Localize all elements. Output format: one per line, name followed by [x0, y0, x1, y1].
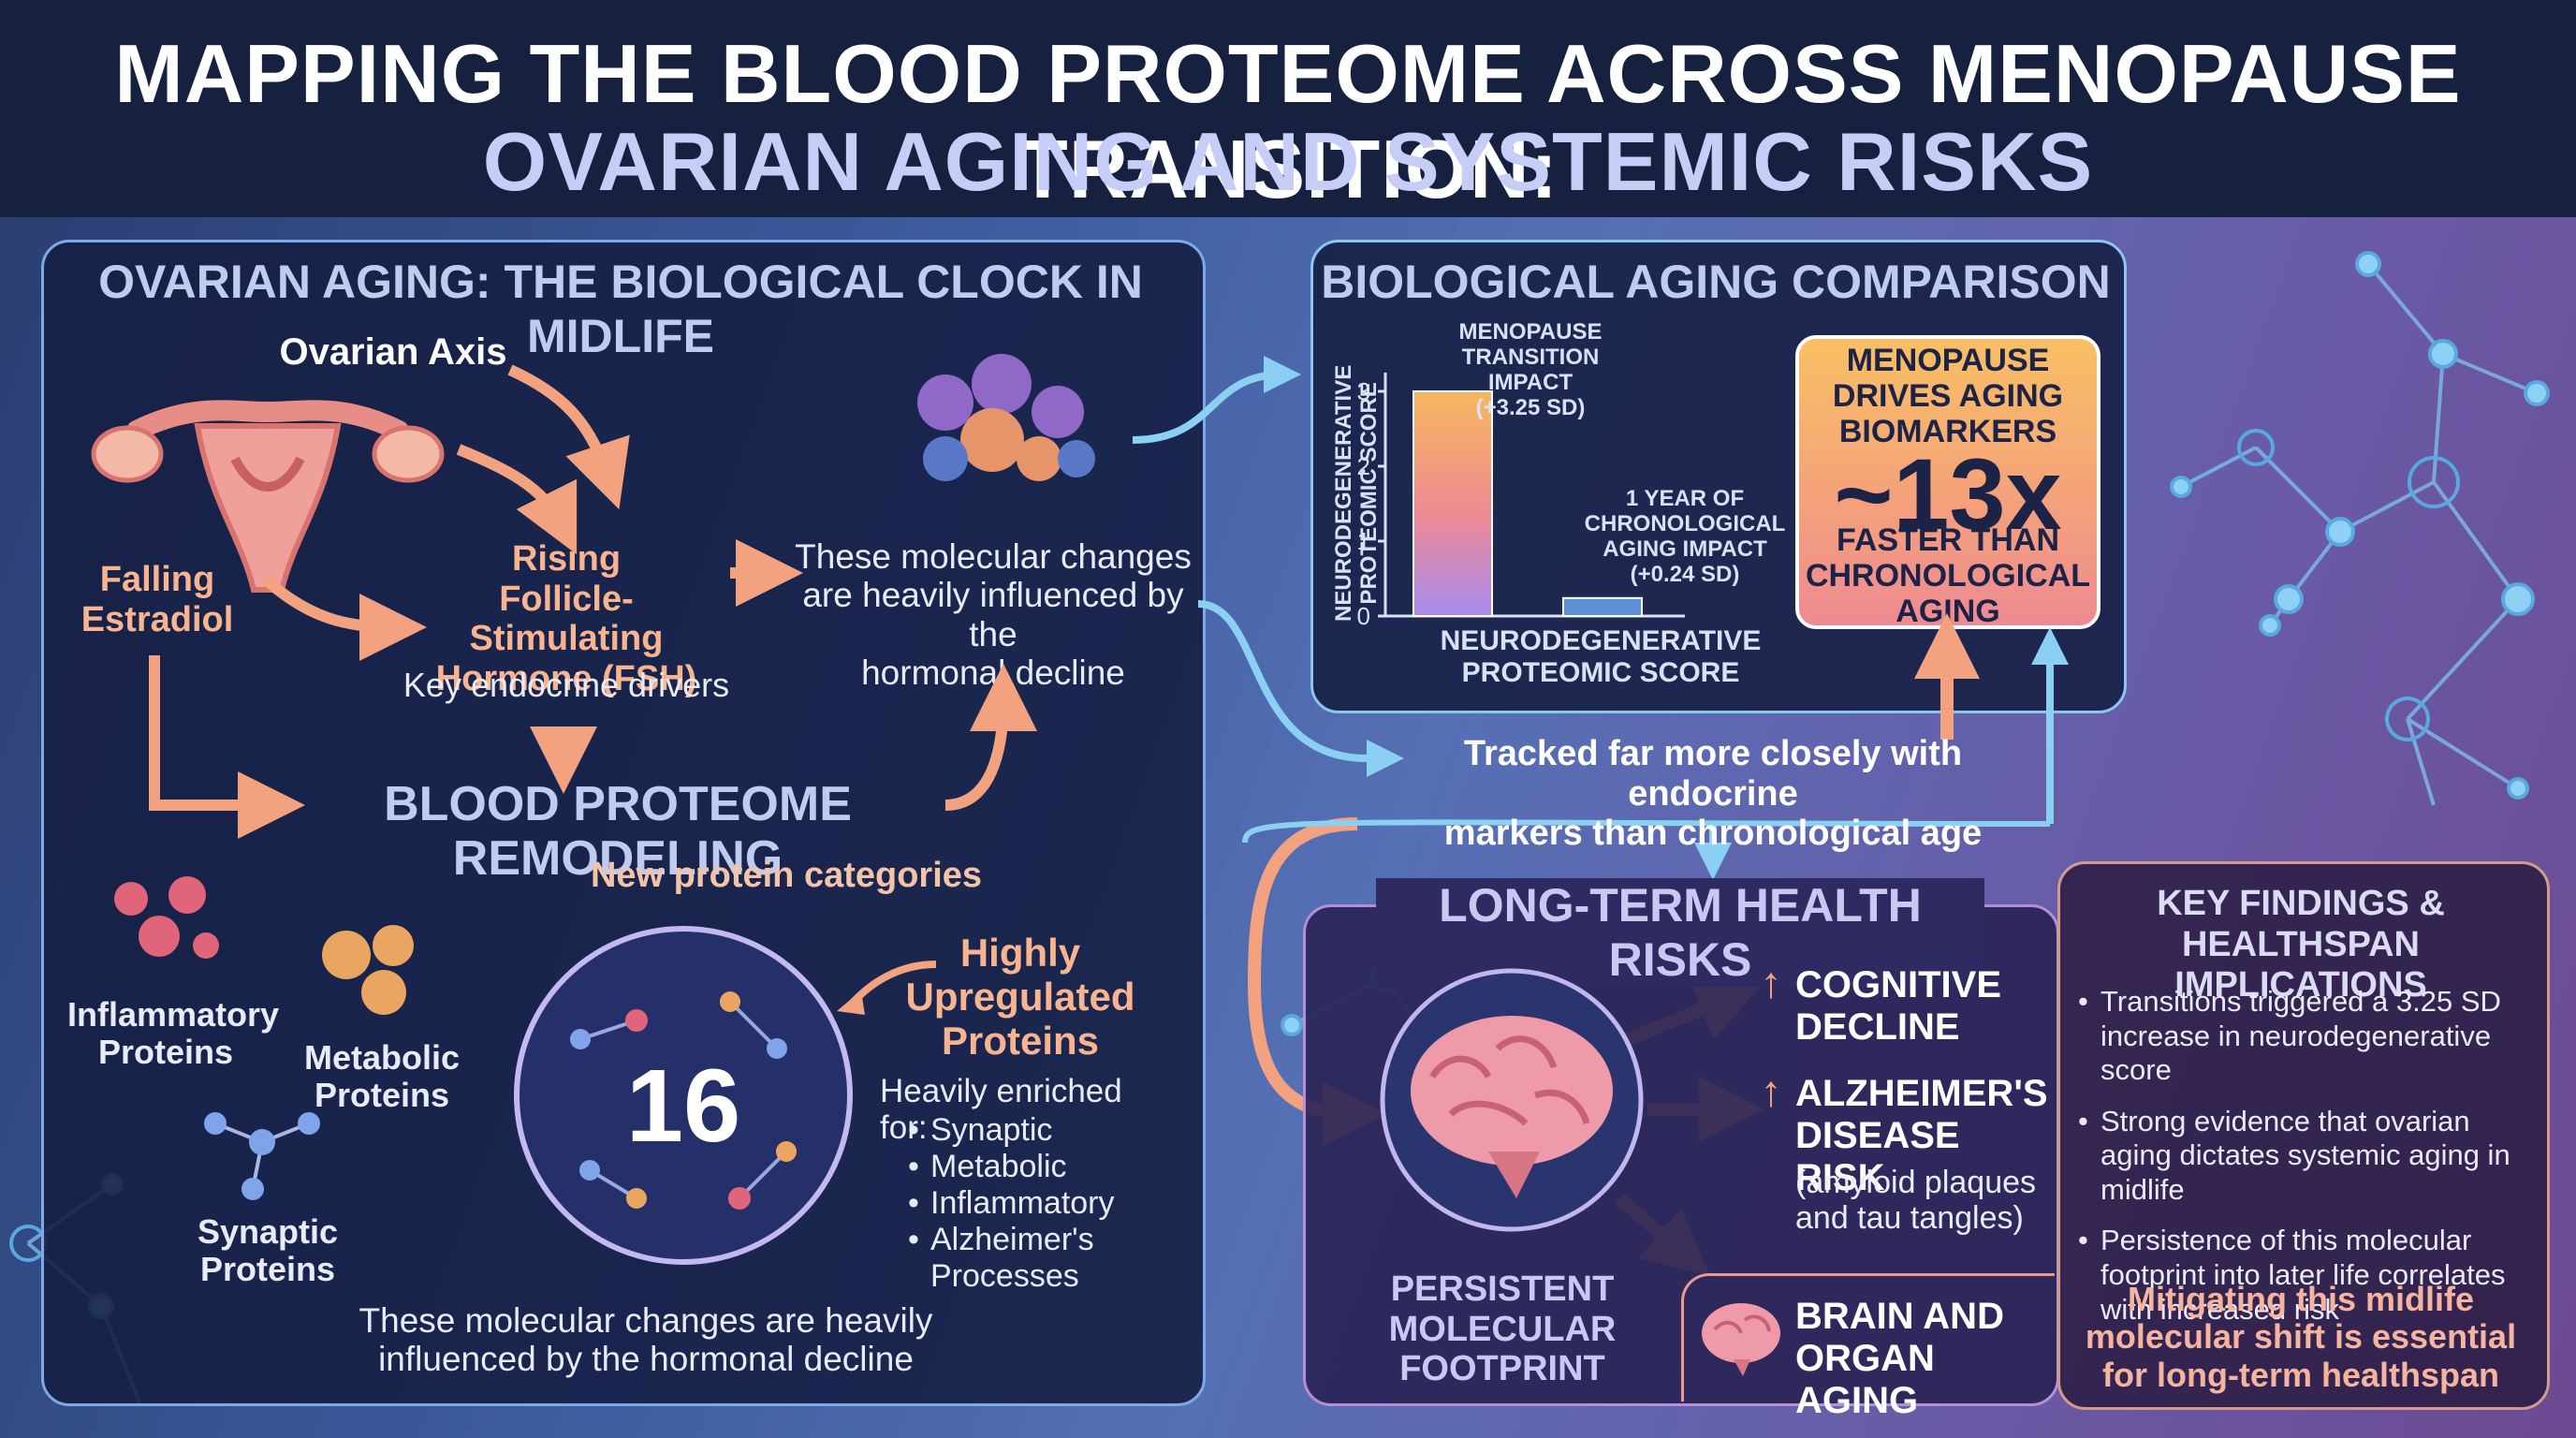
health-risks-heading: LONG-TERM HEALTH RISKS [1376, 878, 1984, 987]
cognitive-up-arrow: ↑ [1760, 958, 1782, 1006]
healthspan-conclusion: Mitigating this midlife molecular shift … [2085, 1280, 2517, 1394]
key-endocrine-drivers-label: Key endocrine drivers [402, 666, 730, 704]
rising-fsh-label: Rising Follicle-Stimulating Hormone (FSH… [435, 539, 697, 698]
main-subtitle: OVARIAN AGING AND SYSTEMIC RISKS [482, 115, 2094, 208]
brain-organ-aging-label: BRAIN AND ORGAN AGING [1795, 1296, 2004, 1421]
alzheimers-up-arrow: ↑ [1760, 1066, 1782, 1115]
inflammatory-proteins-label: Inflammatory Proteins [67, 995, 280, 1072]
chart-x-axis-label: NEURODEGENERATIVE PROTEOMIC SCORE [1440, 625, 1762, 688]
enriched-item: Alzheimer's Processes [904, 1222, 1166, 1295]
ovarian-axis-label: Ovarian Axis [279, 331, 507, 373]
chart-y-tick-label: 2 [1357, 452, 1370, 480]
bar-menopause-transition [1412, 390, 1493, 617]
bar-label-chronological: 1 YEAR OF CHRONOLOGICAL AGING IMPACT (+0… [1584, 486, 1786, 587]
bar-label-menopause: MENOPAUSE TRANSITION IMPACT (+3.25 SD) [1458, 319, 1603, 420]
tracked-endocrine-note: Tracked far more closely with endocrine … [1443, 734, 1983, 854]
blood-proteome-remodeling-label: BLOOD PROTEOME REMODELING [384, 777, 852, 887]
enriched-item: Inflammatory [904, 1185, 1166, 1222]
bar-chronological-aging [1562, 596, 1643, 617]
proteomic-score-bar-chart: 0 1 2 3 [1357, 373, 1685, 630]
falling-estradiol-label: Falling Estradiol [80, 560, 234, 639]
brain-icon [1380, 968, 1644, 1232]
bottom-molecular-note: These molecular changes are heavily infl… [359, 1301, 933, 1379]
upregulated-proteins-circle [514, 926, 853, 1265]
aging-panel-heading: BIOLOGICAL AGING COMPARISON [1321, 256, 2111, 308]
finding-item: Transitions triggered a 3.25 SD increase… [2074, 985, 2527, 1088]
alzheimers-risk-label: ALZHEIMER'S DISEASE RISK [1795, 1073, 2048, 1198]
alzheimers-detail-label: (amyloid plaques and tau tangles) [1795, 1165, 2037, 1237]
upregulated-arrow [837, 961, 937, 1015]
new-protein-categories-label: New protein categories [590, 856, 983, 895]
key-findings-list: Transitions triggered a 3.25 SD increase… [2074, 985, 2527, 1327]
callout-multiplier: ~13x [1834, 437, 2062, 550]
metabolic-proteins-label: Metabolic Proteins [303, 1038, 461, 1115]
upregulated-count: 16 [625, 1049, 741, 1164]
highly-upregulated-label: Highly Upregulated Proteins [905, 931, 1135, 1064]
chart-y-tick-label: 3 [1357, 377, 1370, 405]
enriched-for-label: Heavily enriched for: [880, 1073, 1122, 1147]
enriched-for-list: Synaptic Metabolic Inflammatory Alzheime… [904, 1112, 1166, 1295]
inflammatory-proteins-icon [114, 876, 219, 959]
persistent-footprint-label: PERSISTENT MOLECULAR FOOTPRINT [1388, 1269, 1617, 1389]
cognitive-decline-label: COGNITIVE DECLINE [1795, 964, 2002, 1048]
ovarian-panel-heading: OVARIAN AGING: THE BIOLOGICAL CLOCK IN M… [98, 256, 1143, 362]
brain-organ-aging-box [1681, 1273, 2055, 1401]
synaptic-proteins-label: Synaptic Proteins [197, 1212, 339, 1289]
chart-y-tick-label: 0 [1357, 602, 1370, 630]
protein-cluster-icon [917, 354, 1095, 481]
header-banner: MAPPING THE BLOOD PROTEOME ACROSS MENOPA… [0, 0, 2576, 217]
finding-item: Strong evidence that ovarian aging dicta… [2074, 1105, 2527, 1208]
chart-y-tick-label: 1 [1357, 527, 1370, 555]
callout-bottom-text: FASTER THAN CHRONOLOGICAL AGING [1805, 522, 2091, 630]
enriched-item: Synaptic [904, 1112, 1166, 1149]
aging-callout-box: MENOPAUSE DRIVES AGING BIOMARKERS ~13x F… [1795, 335, 2100, 629]
synaptic-proteins-icon [204, 1112, 320, 1200]
main-title: MAPPING THE BLOOD PROTEOME ACROSS MENOPA… [114, 27, 2462, 215]
callout-top-text: MENOPAUSE DRIVES AGING BIOMARKERS [1832, 343, 2064, 450]
ovarian-flow-arrows [149, 364, 1037, 839]
enriched-item: Metabolic [904, 1149, 1166, 1185]
metabolic-proteins-icon [322, 925, 414, 1015]
key-findings-heading: KEY FINDINGS & HEALTHSPAN IMPLICATIONS [2157, 884, 2445, 1005]
finding-item: Persistence of this molecular footprint … [2074, 1224, 2527, 1327]
small-brain-icon [1702, 1303, 1780, 1376]
